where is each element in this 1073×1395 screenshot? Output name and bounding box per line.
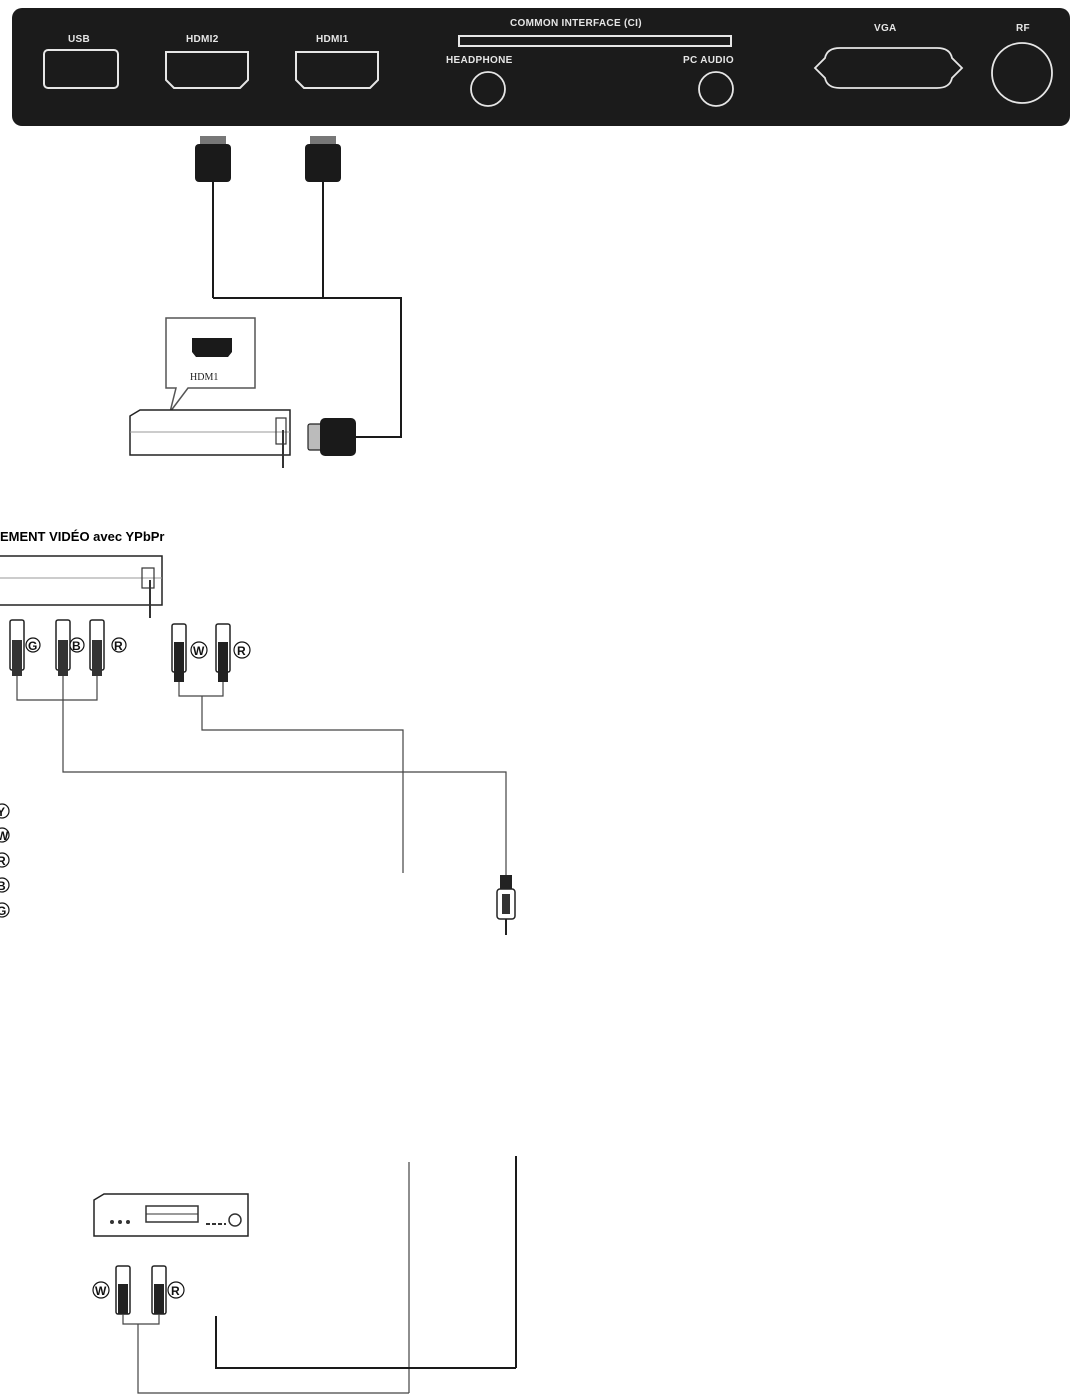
- component-plug-g: G: [9, 619, 41, 676]
- audio-plug-top-r: R: [215, 623, 251, 682]
- ypbpr-source-device: [0, 555, 163, 618]
- hdmi-plug-device: [307, 418, 356, 456]
- plug-bottom-w-label: W: [95, 1284, 107, 1298]
- hdmi-cable-hdmi2: [195, 136, 231, 298]
- component-plug-b: B: [55, 619, 85, 676]
- ci-label: COMMON INTERFACE (CI): [510, 18, 642, 29]
- audio-plug-top-w: W: [171, 623, 208, 682]
- tv-rear-panel: USB HDMI2 HDMI1 COMMON INTERFACE (CI) HE…: [12, 8, 1070, 126]
- hdmi1-port: HDMI1: [295, 34, 379, 89]
- pc-audio-jack: PC AUDIO: [683, 55, 734, 107]
- legend-r: R: [0, 852, 10, 868]
- hdmi1-label: HDMI1: [316, 34, 349, 45]
- audio-wire-bottom-return: [215, 1316, 516, 1369]
- usb-port: USB: [43, 34, 119, 89]
- headphone-jack: HEADPHONE: [446, 55, 513, 107]
- plug-top-r-label: R: [237, 644, 246, 658]
- pc-audio-label: PC AUDIO: [683, 55, 734, 66]
- hdmi-cable-hdmi1: [305, 136, 341, 298]
- usb-label: USB: [68, 34, 90, 45]
- hdmi-source-device: [129, 409, 291, 468]
- svg-text:B: B: [0, 879, 6, 893]
- legend-y: Y: [0, 803, 10, 819]
- vga-label: VGA: [874, 23, 897, 34]
- audio-source-device: [93, 1193, 249, 1237]
- component-plug-end: [496, 875, 516, 935]
- svg-text:R: R: [0, 854, 6, 868]
- legend-g: G: [0, 902, 10, 918]
- audio-plug-bottom-w: W: [92, 1265, 131, 1315]
- rf-port: RF: [991, 23, 1053, 104]
- svg-text:W: W: [0, 829, 9, 843]
- audio-wire-top: [178, 682, 404, 873]
- component-wire-bundle: [16, 676, 507, 875]
- color-legend: Y W R B G: [0, 803, 10, 918]
- component-plug-r: R: [89, 619, 127, 676]
- audio-wire-bottom: [122, 1314, 409, 1394]
- rf-label: RF: [1016, 23, 1030, 34]
- plug-g-label: G: [28, 639, 37, 653]
- svg-text:Y: Y: [0, 805, 5, 819]
- legend-w: W: [0, 827, 10, 843]
- plug-r-label: R: [114, 639, 123, 653]
- hdmi-callout-label: HDM1: [190, 372, 218, 383]
- svg-text:G: G: [0, 904, 6, 918]
- plug-bottom-r-label: R: [171, 1284, 180, 1298]
- common-interface-slot: COMMON INTERFACE (CI): [458, 18, 732, 47]
- audio-plug-bottom-r: R: [151, 1265, 185, 1315]
- hdmi-port-callout: HDM1: [165, 317, 256, 413]
- plug-b-label: B: [72, 639, 81, 653]
- vga-port: VGA: [813, 23, 964, 89]
- plug-top-w-label: W: [193, 644, 205, 658]
- headphone-label: HEADPHONE: [446, 55, 513, 66]
- ypbpr-section-title: EMENT VIDÉO avec YPbPr: [0, 529, 165, 544]
- hdmi-wire-route: [213, 297, 402, 438]
- hdmi2-label: HDMI2: [186, 34, 219, 45]
- hdmi2-port: HDMI2: [165, 34, 249, 89]
- legend-b: B: [0, 877, 10, 893]
